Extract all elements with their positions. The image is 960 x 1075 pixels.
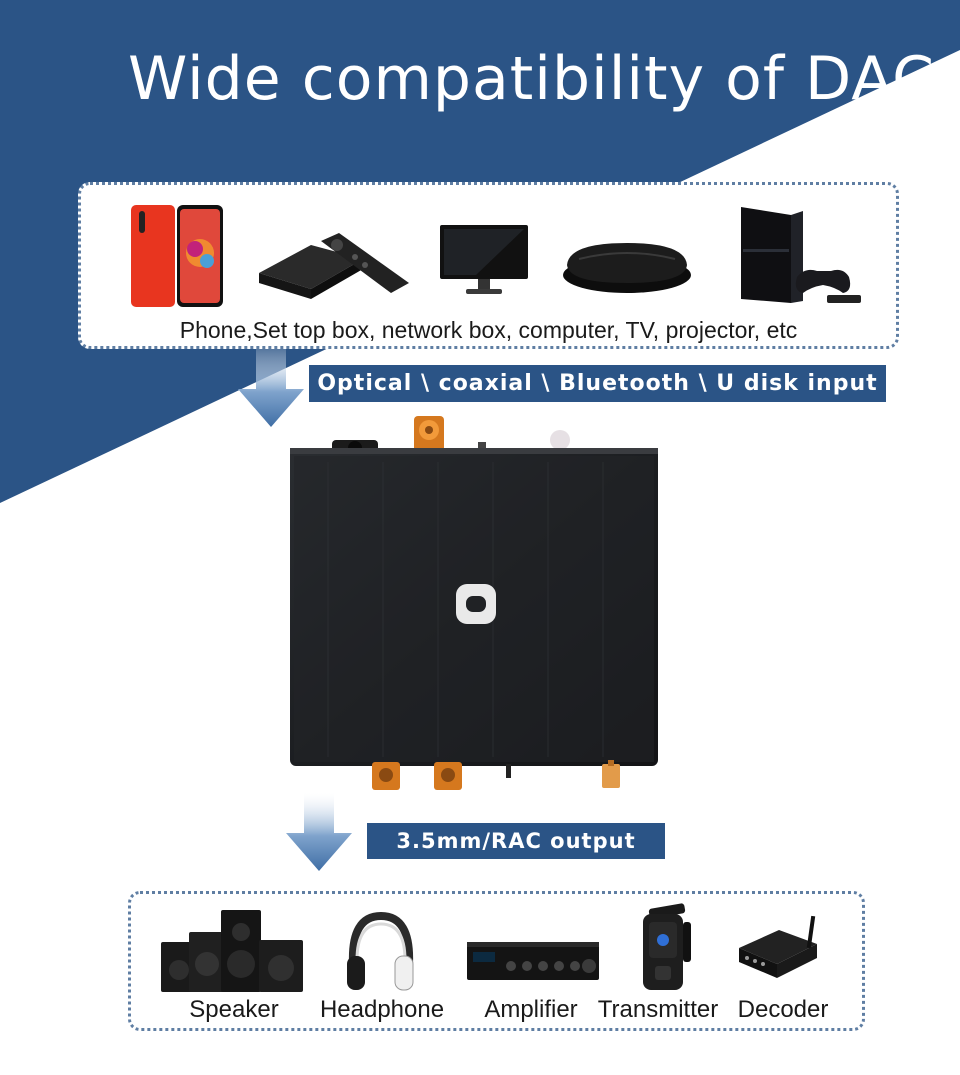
dac-device-image	[290, 416, 658, 790]
output-label-decoder: Decoder	[737, 996, 829, 1023]
decoder-icon	[739, 915, 817, 978]
output-label: 3.5mm/RAC output	[367, 823, 665, 859]
headphone-icon	[347, 911, 414, 991]
network-box-icon	[563, 243, 691, 293]
output-label-speaker: Speaker	[189, 996, 279, 1023]
output-label-headphone: Headphone	[319, 996, 445, 1023]
source-devices-panel: Phone,Set top box, network box, computer…	[78, 182, 899, 349]
monitor-icon	[440, 225, 528, 294]
arrow-down-icon	[238, 349, 304, 427]
arrow-down-icon	[286, 793, 352, 871]
input-label: Optical \ coaxial \ Bluetooth \ U disk i…	[309, 365, 886, 402]
phone-icon	[131, 205, 223, 307]
sources-caption: Phone,Set top box, network box, computer…	[179, 317, 798, 343]
game-console-icon	[741, 207, 861, 303]
set-top-box-icon	[259, 233, 409, 299]
amplifier-icon	[467, 942, 599, 980]
speaker-icon	[161, 910, 303, 992]
a-logo-icon	[456, 584, 496, 624]
transmitter-icon	[643, 903, 691, 990]
output-label-transmitter: Transmitter	[597, 996, 719, 1023]
output-devices-panel: Speaker Headphone Amplifier Transmitter …	[128, 891, 865, 1031]
output-label-amplifier: Amplifier	[484, 996, 578, 1023]
page-title: Wide compatibility of DAC	[128, 44, 936, 114]
